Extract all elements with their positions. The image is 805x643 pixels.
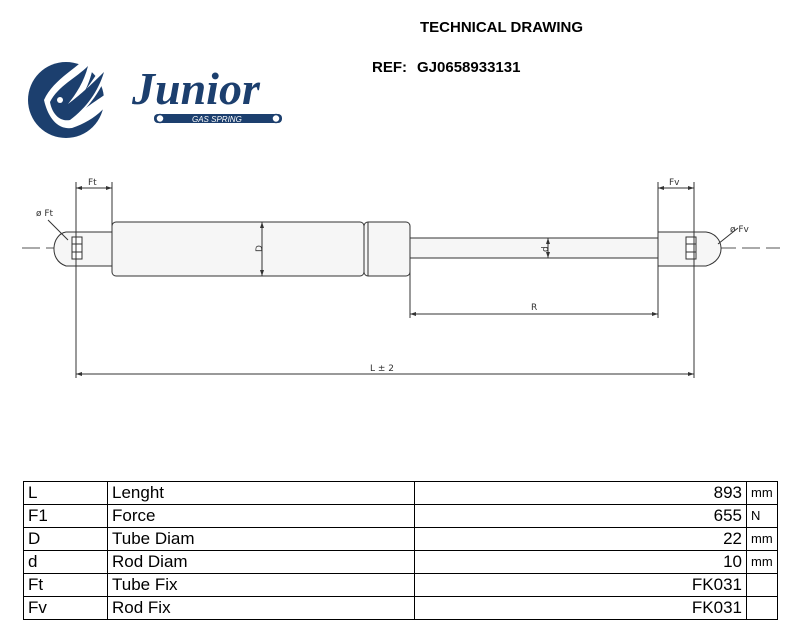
- tube-body: [111, 221, 411, 277]
- brand-tagline: GAS SPRING: [192, 115, 242, 124]
- junior-logo: Junior GAS SPRING: [28, 40, 282, 138]
- spec-name: Force: [107, 504, 415, 528]
- phi-ft-label: ø Ft: [36, 209, 54, 219]
- spec-name: Tube Fix: [107, 573, 415, 597]
- spec-code: Ft: [23, 573, 108, 597]
- spec-unit: mm: [746, 527, 778, 551]
- spec-value: 893: [414, 481, 747, 505]
- technical-drawing: Ft Fv ø Ft ø Fv D d R L ± 2: [22, 178, 780, 378]
- spec-name: Lenght: [107, 481, 415, 505]
- eagle-emblem-icon: [28, 40, 120, 138]
- brand-name: Junior: [131, 63, 261, 114]
- spec-value: 10: [414, 550, 747, 574]
- spec-code: D: [23, 527, 108, 551]
- spec-unit: mm: [746, 550, 778, 574]
- ft-label: Ft: [88, 178, 97, 188]
- spec-code: L: [23, 481, 108, 505]
- r-label: R: [531, 303, 537, 313]
- spec-value: 655: [414, 504, 747, 528]
- tube-end-fitting: [53, 231, 113, 267]
- phi-fv-label: ø Fv: [730, 225, 750, 235]
- spec-unit: [746, 573, 778, 597]
- reference-value: GJ0658933131: [417, 59, 521, 76]
- reference-label: REF:: [372, 59, 407, 76]
- gas-spring-bar: GAS SPRING: [154, 113, 282, 124]
- spec-value: FK031: [414, 573, 747, 597]
- spec-name: Rod Fix: [107, 596, 415, 620]
- reference: REF: GJ0658933131: [372, 59, 520, 76]
- rod-end-fitting: [657, 231, 722, 267]
- document-title: TECHNICAL DRAWING: [420, 19, 584, 36]
- spec-code: F1: [23, 504, 108, 528]
- spec-name: Rod Diam: [107, 550, 415, 574]
- spec-code: d: [23, 550, 108, 574]
- rod-diameter-label: d: [541, 246, 551, 252]
- spec-value: FK031: [414, 596, 747, 620]
- spec-code: Fv: [23, 596, 108, 620]
- spec-unit: mm: [746, 481, 778, 505]
- spec-unit: [746, 596, 778, 620]
- spec-unit: N: [746, 504, 778, 528]
- spec-value: 22: [414, 527, 747, 551]
- fv-label: Fv: [669, 178, 680, 188]
- tube-diameter-label: D: [255, 245, 265, 252]
- rod: [409, 237, 659, 259]
- spec-name: Tube Diam: [107, 527, 415, 551]
- l-label: L ± 2: [370, 364, 394, 374]
